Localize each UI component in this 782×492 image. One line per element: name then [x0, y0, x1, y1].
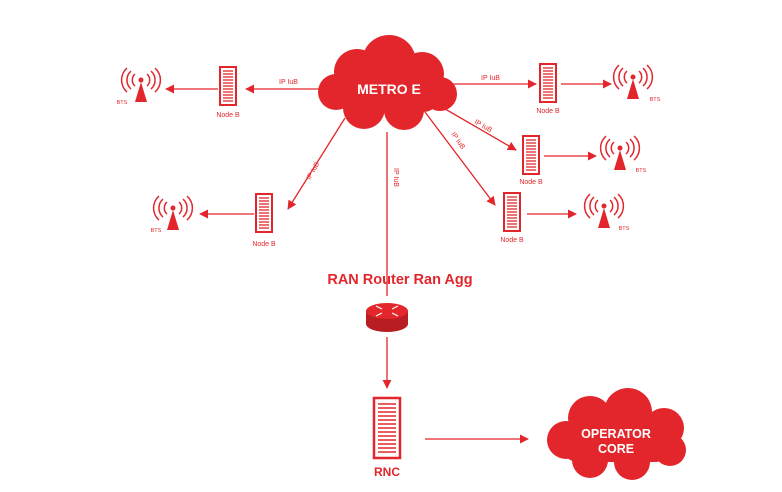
metro-e-label: METRO E	[357, 81, 421, 97]
antenna-tower-icon	[583, 193, 625, 229]
node-b-right-top-label: Node B	[536, 108, 560, 115]
node-b-right-top: Node B	[536, 63, 560, 115]
bts-left-top-label: BTS	[117, 100, 128, 106]
link-label-center: IP IuB	[392, 168, 399, 187]
router-label: RAN Router Ran Agg	[327, 272, 472, 288]
link-metro-nodeb-left-mid	[287, 117, 346, 210]
bts-tower-left-top: BTS	[117, 67, 162, 106]
node-b-left-mid-label: Node B	[252, 241, 276, 248]
link-label-left-mid: IP IuB	[306, 161, 322, 181]
operator-core-cloud: OPERATOR CORE	[547, 388, 686, 480]
operator-core-label-line1: OPERATOR	[581, 427, 651, 441]
node-b-left-mid: Node B	[252, 193, 276, 248]
router-icon	[366, 303, 408, 332]
link-label-left-top: IP IuB	[279, 79, 298, 86]
rnc-label: RNC	[374, 465, 400, 479]
node-b-left-top: Node B	[216, 66, 240, 119]
bts-right-low-label: BTS	[619, 226, 630, 232]
antenna-tower-icon	[599, 135, 641, 171]
node-b-right-mid-label: Node B	[519, 179, 543, 186]
node-b-right-low: Node B	[500, 192, 524, 244]
antenna-tower-icon	[152, 195, 194, 231]
link-metro-nodeb-right-mid	[439, 105, 517, 151]
bts-tower-right-low: BTS	[583, 193, 630, 232]
node-b-right-mid: Node B	[519, 135, 543, 186]
bts-tower-right-top: BTS	[612, 64, 661, 103]
link-metro-nodeb-right-low	[424, 111, 496, 206]
metro-e-cloud: METRO E	[318, 35, 457, 130]
node-b-right-low-label: Node B	[500, 237, 524, 244]
bts-tower-right-mid: BTS	[599, 135, 647, 174]
connections	[165, 79, 612, 444]
bts-tower-left-mid: BTS	[151, 195, 194, 234]
bts-right-mid-label: BTS	[636, 168, 647, 174]
rnc-rack: RNC	[372, 396, 402, 479]
antenna-tower-icon	[612, 64, 654, 100]
bts-right-top-label: BTS	[650, 97, 661, 103]
bts-left-mid-label: BTS	[151, 228, 162, 234]
operator-core-label-line2: CORE	[598, 442, 634, 456]
link-label-right-top: IP IuB	[481, 75, 500, 82]
antenna-tower-icon	[120, 67, 162, 103]
node-b-left-top-label: Node B	[216, 112, 240, 119]
